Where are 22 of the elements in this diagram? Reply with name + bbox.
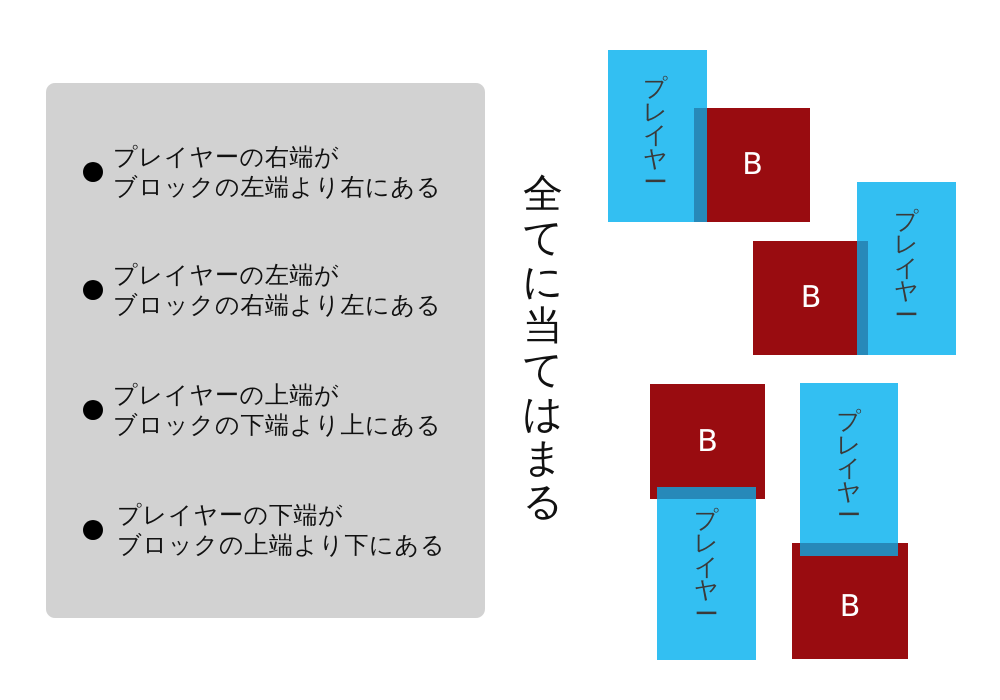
vertical-caption: 全てに当てはまる [522,172,564,524]
player-label: プレイヤー [892,210,920,328]
player-label: プレイヤー [835,410,862,528]
block-label: B [742,150,763,180]
bullet-text: プレイヤーの左端がブロックの右端より左にある [113,260,442,320]
info-panel [46,83,485,618]
block-label: B [800,283,822,313]
block-box [753,241,857,355]
block-box [650,384,765,499]
player-box [800,383,898,543]
player-box [857,182,956,355]
block-label: B [697,426,718,456]
block-box [707,108,810,222]
bullet-text: プレイヤーの下端がブロックの上端より下にある [117,500,446,560]
bullet-text: プレイヤーの上端がブロックの下端より上にある [113,380,442,440]
block-box [792,543,908,659]
player-box [657,499,756,660]
player-label: プレイヤー [642,77,669,195]
player-box [608,50,707,222]
bullet-text: プレイヤーの右端がブロックの左端より右にある [113,142,442,202]
player-label: プレイヤー [692,508,720,626]
block-label: B [840,592,860,622]
